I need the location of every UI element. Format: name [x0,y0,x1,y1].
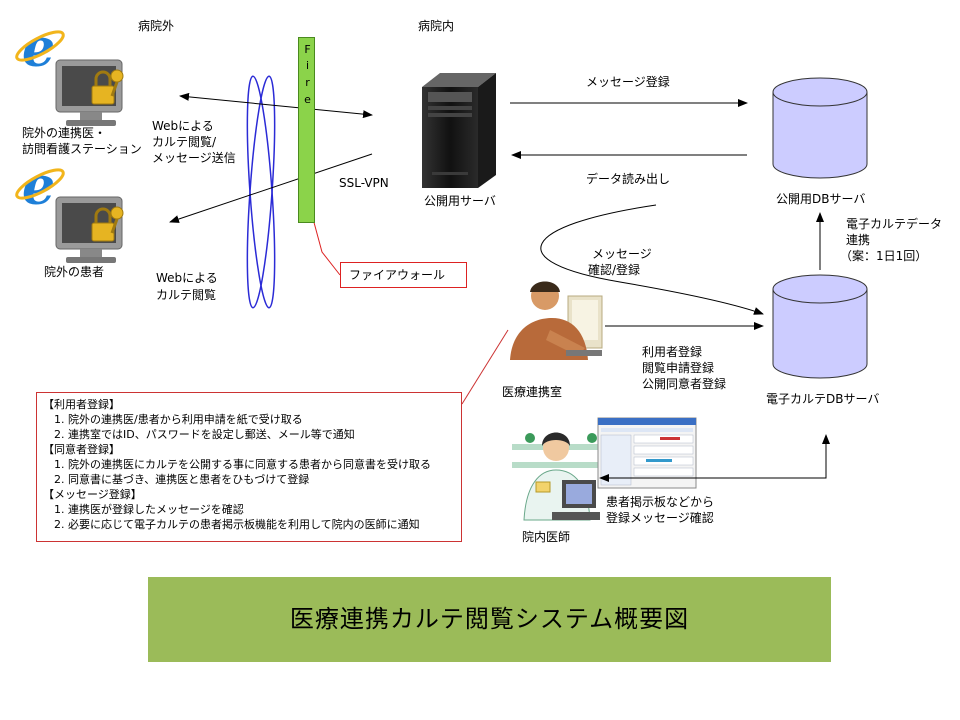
sync-label: 電子カルテデータ [846,217,943,231]
note-line: 【利用者登録】 [43,398,120,411]
firewall-callout: ファイアウォール [340,262,467,288]
note-line: 2. 必要に応じて電子カルテの患者掲示板機能を利用して院内の医師に通知 [43,518,420,531]
zone-inside-label: 病院内 [418,19,455,33]
msg-confirm-label: 確認/登録 [588,263,641,277]
procedure-notes-box: 【利用者登録】 1. 院外の連携医/患者から利用申請を紙で受け取る 2. 連携室… [36,392,462,542]
diagram-title: 医療連携カルテ閲覧システム概要図 [289,605,690,633]
firewall-letter: e [304,93,311,106]
zone-outside-label: 病院外 [138,19,175,33]
registration-label: 公開同意者登録 [642,377,727,391]
ehr-db-cylinder [772,274,868,379]
message-confirm-arrow [540,204,764,315]
ie-browser-icon: e [15,18,65,79]
web-partner-label: Webによる [152,119,214,133]
title-banner: 医療連携カルテ閲覧システム概要図 [148,577,831,662]
firewall-bar: F i r e [298,37,315,223]
web-patient-label: Webによる [156,271,218,285]
patient-label: 院外の患者 [44,265,105,279]
ehr-db-label: 電子カルテDBサーバ [766,392,880,406]
board-check-label: 登録メッセージ確認 [606,511,714,525]
data-read-label: データ読み出し [586,172,671,186]
msg-confirm-label: メッセージ [592,247,652,261]
doctor-illustration [512,432,600,521]
note-line: 【メッセージ登録】 [43,488,142,501]
note-line: 1. 院外の連携医/患者から利用申請を紙で受け取る [43,413,303,426]
web-partner-label: メッセージ送信 [152,151,236,165]
patient-web-arrow [169,153,373,223]
message-register-label: メッセージ登録 [586,75,670,89]
ie-browser-icon: e [15,156,65,217]
public-server-label: 公開用サーバ [424,194,496,208]
firewall-letter: F [304,43,311,56]
web-patient-label: カルテ閲覧 [156,288,217,302]
board-notify-arrow [599,434,830,482]
firewall-letter: i [305,59,310,72]
public-server-icon [422,73,496,188]
firewall-letter: r [305,76,310,89]
partner-web-arrow [179,92,373,119]
registration-label: 利用者登録 [642,345,703,359]
web-partner-label: カルテ閲覧/ [152,135,217,149]
note-line: 2. 同意書に基づき、連携医と患者をひもづけて登録 [43,473,310,486]
note-line: 1. 連携医が登録したメッセージを確認 [43,503,244,516]
liaison-office-illustration [510,281,603,360]
vpn-tunnel [246,75,276,309]
partner-label: 訪問看護ステーション [22,142,142,156]
liaison-office-label: 医療連携室 [502,385,563,399]
lock-key-icon [91,69,124,105]
notes-leader [461,329,509,405]
note-line: 2. 連携室ではID、パスワードを設定し郵送、メール等で通知 [43,428,355,441]
partner-label: 院外の連携医・ [22,126,107,140]
sync-label: （案：1日1回） [840,249,928,263]
ssl-vpn-label: SSL-VPN [339,176,389,190]
sync-label: 連携 [846,233,871,247]
registration-label: 閲覧申請登録 [642,361,715,375]
board-check-label: 患者掲示板などから [606,495,715,509]
note-line: 【同意者登録】 [43,443,120,456]
hospital-doctor-label: 院内医師 [522,530,571,544]
note-line: 1. 院外の連携医にカルテを公開する事に同意する患者から同意書を受け取る [43,458,431,471]
firewall-callout-leader [311,214,341,276]
public-db-cylinder [772,77,868,179]
lock-key-icon [91,206,124,242]
public-db-label: 公開用DBサーバ [776,192,866,206]
